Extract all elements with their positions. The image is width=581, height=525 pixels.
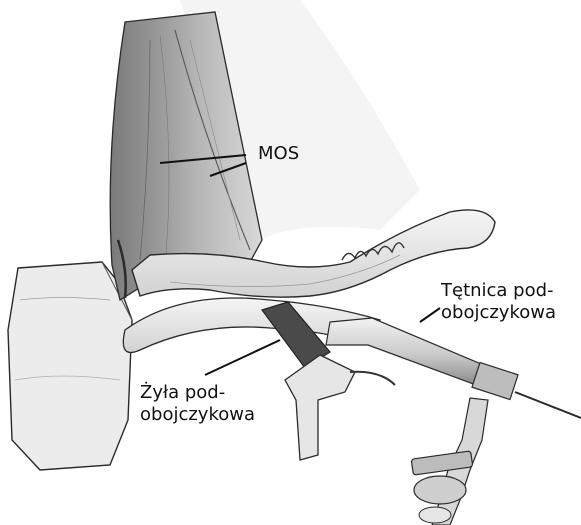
- leader-vein: [205, 340, 280, 375]
- sternum: [8, 262, 132, 470]
- label-vein-line1: Żyła pod-: [140, 382, 255, 404]
- stopcock-handle: [411, 398, 488, 525]
- label-artery-line1: Tętnica pod-: [441, 280, 556, 302]
- leader-artery: [420, 308, 440, 322]
- label-subclavian-artery: Tętnica pod- obojczykowa: [441, 280, 556, 324]
- label-mos: MOS: [258, 143, 299, 165]
- cannula: [326, 318, 581, 418]
- label-subclavian-vein: Żyła pod- obojczykowa: [140, 382, 255, 426]
- retractor: [285, 355, 395, 460]
- label-vein-line2: obojczykowa: [140, 404, 255, 426]
- label-artery-line2: obojczykowa: [441, 302, 556, 324]
